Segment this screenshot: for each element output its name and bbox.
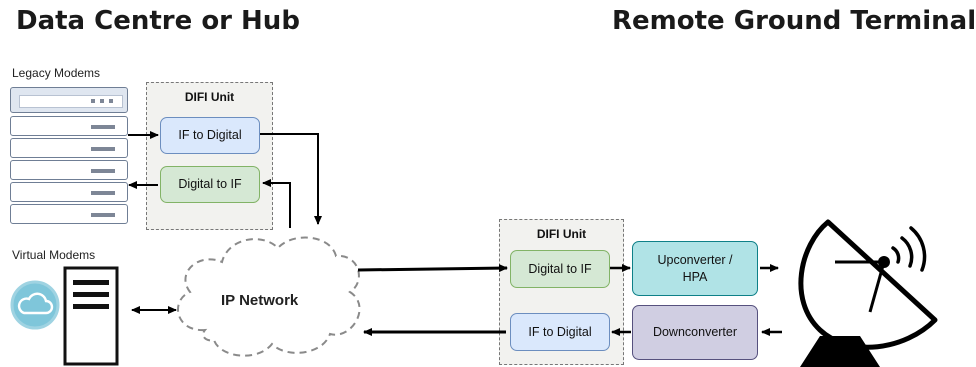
hub-difi-unit-title: DIFI Unit [184, 90, 235, 104]
hub-if-to-digital-block: IF to Digital [160, 117, 260, 154]
legacy-modems-label: Legacy Modems [12, 66, 101, 80]
server-icon [63, 266, 119, 366]
modem-unit [10, 182, 128, 202]
terminal-if-to-digital-label: IF to Digital [528, 324, 592, 339]
hub-difi-unit [146, 82, 273, 230]
legacy-modem-rack [10, 87, 128, 227]
ip-network-cloud [177, 236, 361, 357]
terminal-digital-to-if-label: Digital to IF [528, 261, 592, 276]
hub-digital-to-if-label: Digital to IF [178, 177, 242, 192]
arrow-network-to-digital-to-if [262, 179, 291, 228]
modem-unit-top [10, 87, 128, 113]
modem-unit [10, 138, 128, 158]
hub-if-to-digital-label: IF to Digital [178, 128, 242, 143]
upconverter-hpa-block: Upconverter / HPA [632, 241, 758, 296]
arrow-if-to-digital-to-network [260, 133, 322, 225]
terminal-if-to-digital-block: IF to Digital [510, 313, 610, 351]
upconverter-hpa-label: Upconverter / HPA [657, 252, 733, 284]
terminal-digital-to-if-block: Digital to IF [510, 250, 610, 288]
hub-heading: Data Centre or Hub [16, 6, 300, 36]
terminal-difi-unit-title: DIFI Unit [536, 227, 587, 241]
hub-digital-to-if-block: Digital to IF [160, 166, 260, 203]
downconverter-block: Downconverter [632, 305, 758, 360]
terminal-heading: Remote Ground Terminal [612, 6, 976, 36]
downconverter-label: Downconverter [652, 325, 738, 340]
cloud-icon [10, 280, 60, 330]
modem-unit [10, 204, 128, 224]
arrow-network-to-terminal [357, 264, 508, 273]
ip-network-label: IP Network [221, 292, 299, 309]
modem-unit [10, 160, 128, 180]
signal-waves-icon [891, 226, 927, 272]
modem-unit [10, 116, 128, 136]
virtual-modems-label: Virtual Modems [12, 248, 96, 262]
satellite-dish-icon [798, 219, 938, 367]
